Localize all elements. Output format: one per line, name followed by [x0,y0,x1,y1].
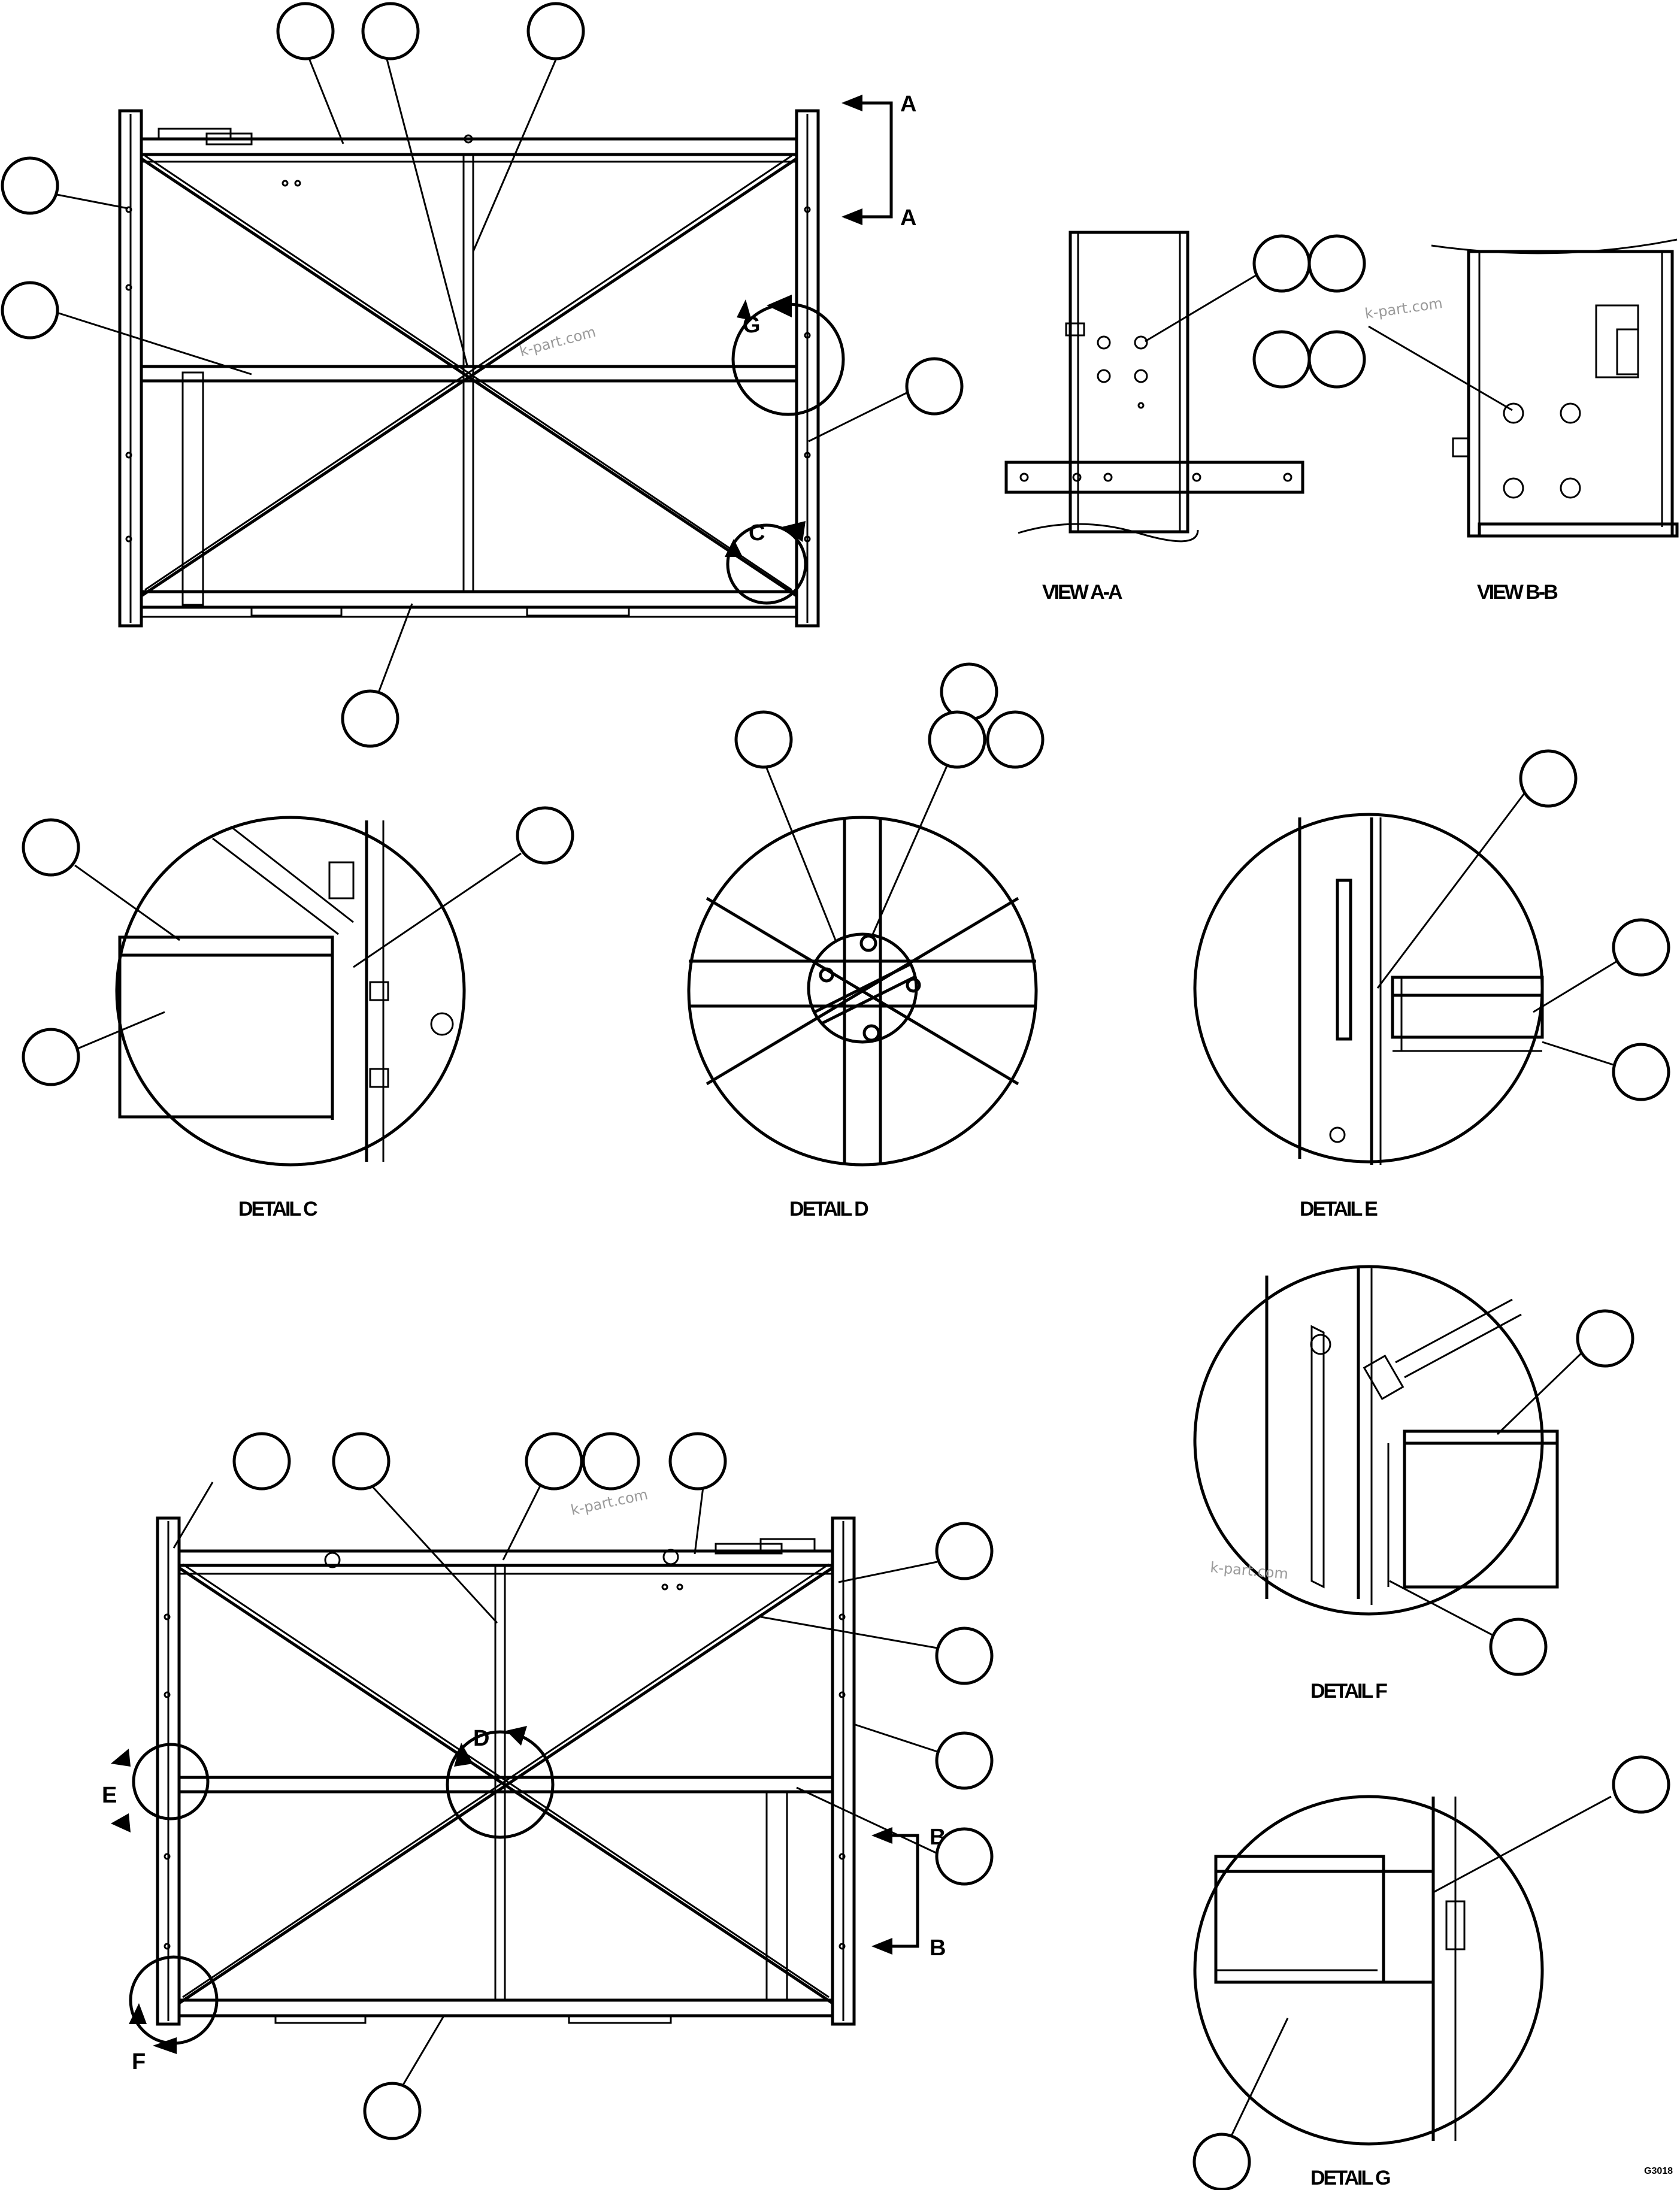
detail-d: DETAIL D [687,662,1045,1220]
callout-balloon [516,806,574,865]
view-bb-label: VIEW B-B [1477,581,1558,604]
callout-balloon [341,689,399,748]
detail-mark-d: D [473,1726,489,1751]
callout-balloon [935,1522,994,1580]
callout-balloon [935,1731,994,1790]
detail-c: DETAIL C [22,806,574,1220]
callout-balloon [332,1432,391,1491]
section-mark-a-top: A [900,92,916,117]
view-bb: k-part.com VIEW B-B [1252,238,1679,604]
callout-balloon [1307,234,1366,293]
section-mark-b-bottom: B [930,1935,946,1961]
detail-e: DETAIL E [1193,749,1670,1220]
detail-f-label: DETAIL F [1310,1680,1387,1703]
callout-balloon [734,710,793,769]
callout-balloon [905,357,964,416]
callout-balloon [363,2082,422,2140]
detail-mark-e: E [102,1783,117,1808]
callout-balloon [22,1028,80,1086]
callout-balloon [1612,1043,1670,1101]
callout-balloon [582,1432,640,1491]
callout-balloon [668,1432,727,1491]
detail-mark-g: G [743,313,761,338]
callout-balloon [940,662,998,721]
callout-balloon [935,1626,994,1685]
callout-balloon [1612,918,1670,977]
callout-balloon [361,2,420,60]
bottom-frame-view: D E F B B k-par [102,1432,994,2140]
callout-balloon [1252,234,1311,293]
callout-balloon [526,2,585,60]
detail-c-label: DETAIL C [238,1198,317,1220]
callout-balloon [1612,1755,1670,1814]
drawing-code: G3018 [1644,2166,1673,2176]
view-aa: VIEW A-A [1004,231,1366,604]
watermark-4: k-part.com [1209,1559,1289,1582]
watermark-1: k-part.com [517,323,597,360]
detail-d-label: DETAIL D [789,1198,868,1220]
detail-e-label: DETAIL E [1300,1198,1378,1220]
watermark-2: k-part.com [1364,295,1443,322]
detail-mark-f: F [132,2049,146,2074]
detail-g-label: DETAIL G [1310,2167,1390,2189]
callout-balloon [986,710,1045,769]
view-aa-label: VIEW A-A [1042,581,1122,604]
callout-balloon [22,818,80,877]
callout-balloon [1576,1309,1634,1368]
callout-balloon [928,710,986,769]
callout-balloon [1,156,59,215]
callout-balloon [1252,330,1311,389]
callout-balloon [1,281,59,340]
callout-balloon [232,1432,291,1491]
callout-balloon [525,1432,583,1491]
callout-balloon [1192,2133,1251,2190]
detail-mark-c: C [749,520,765,546]
callout-balloon [1489,1617,1548,1676]
callout-balloon [1307,330,1366,389]
callout-balloon [935,1827,994,1886]
detail-g: DETAIL G [1192,1755,1670,2190]
callout-balloon [276,2,335,60]
top-frame-view: A A G C k-part.com [1,2,964,748]
detail-f: k-part.com DETAIL F [1193,1265,1634,1703]
section-mark-a-bottom: A [900,205,916,231]
watermark-3: k-part.com [569,1486,649,1519]
callout-balloon [1519,749,1578,808]
